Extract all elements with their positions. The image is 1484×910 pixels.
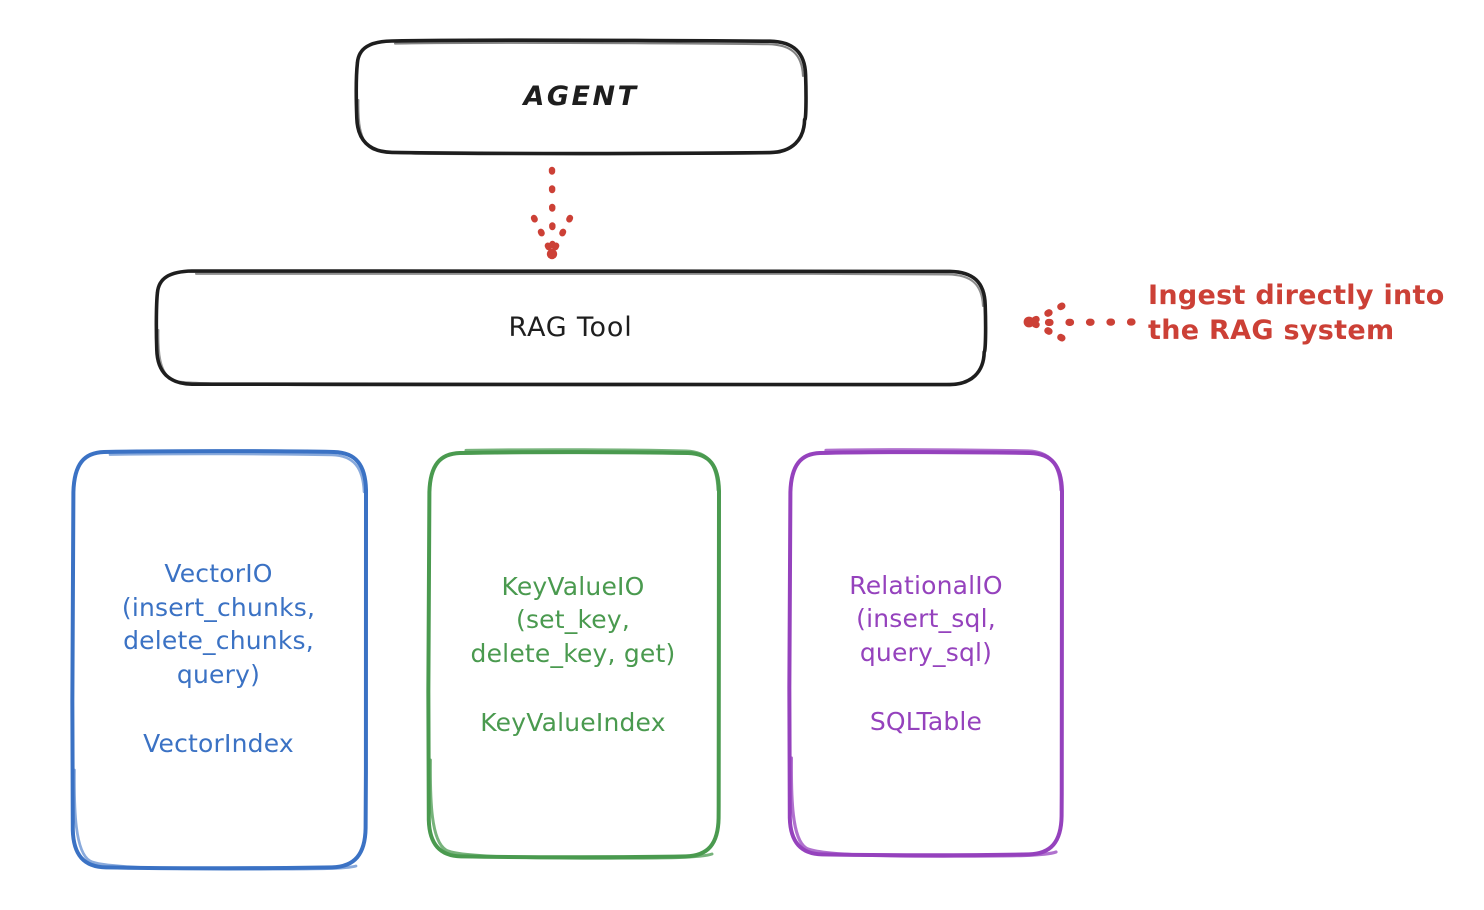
vector-io-api-label: VectorIO (insert_chunks, delete_chunks, … bbox=[121, 559, 316, 689]
vector-io-index-label: VectorIndex bbox=[143, 729, 294, 759]
agent-to-rag-connector bbox=[530, 166, 574, 260]
key-value-io-index-label: KeyValueIndex bbox=[480, 708, 666, 737]
agent-node-label: AGENT bbox=[523, 80, 639, 112]
key-value-io-node-label: KeyValueIO (set_key, delete_key, get) Ke… bbox=[428, 452, 718, 857]
vector-io-node-label: VectorIO (insert_chunks, delete_chunks, … bbox=[72, 450, 365, 868]
ingest-note-annotation: Ingest directly into the RAG system bbox=[1148, 280, 1445, 347]
ingest-note-connector bbox=[1023, 302, 1136, 342]
key-value-io-api-label: KeyValueIO (set_key, delete_key, get) bbox=[470, 571, 676, 668]
relational-io-api-label: RelationalIO (insert_sql, query_sql) bbox=[849, 570, 1003, 667]
relational-io-node-label: RelationalIO (insert_sql, query_sql) SQL… bbox=[790, 452, 1062, 855]
rag-tool-node-label: RAG Tool bbox=[508, 311, 633, 343]
relational-io-index-label: SQLTable bbox=[869, 707, 983, 736]
